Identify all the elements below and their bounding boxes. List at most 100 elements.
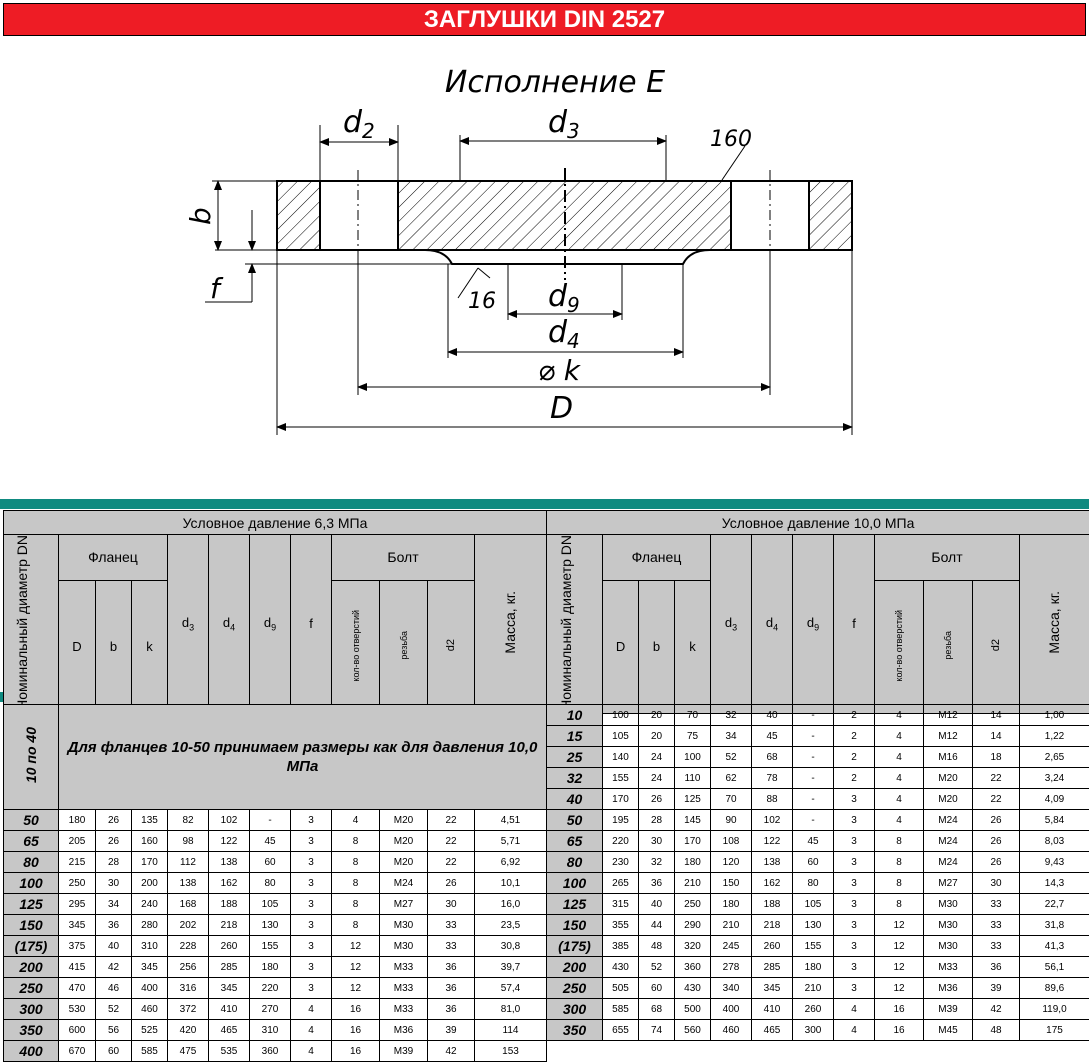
right-value-cell: 110	[674, 767, 711, 789]
right-dn-cell: (175)	[546, 935, 603, 957]
left-value-cell: 45	[249, 830, 291, 852]
left-value-cell: 138	[208, 851, 250, 873]
right-value-cell: 26	[972, 851, 1020, 873]
right-thread-header: резьба	[923, 579, 974, 714]
right-value-cell: 1,00	[1019, 704, 1089, 726]
label-d4: d4	[548, 315, 580, 353]
left-value-cell: 3	[290, 809, 332, 831]
left-value-cell: M20	[379, 830, 428, 852]
right-value-cell: 22	[972, 788, 1020, 810]
left-D-header: D	[58, 579, 96, 714]
right-dn-cell: 80	[546, 851, 603, 873]
right-value-cell: 40	[638, 893, 675, 915]
label-16: 16	[468, 289, 496, 314]
right-value-cell: 12	[874, 977, 924, 999]
left-value-cell: 105	[249, 893, 291, 915]
right-value-cell: 42	[972, 998, 1020, 1020]
right-value-cell: 119,0	[1019, 998, 1089, 1020]
right-value-cell: M45	[923, 1019, 973, 1041]
right-value-cell: 140	[602, 746, 639, 768]
left-value-cell: 360	[249, 1040, 291, 1062]
right-value-cell: 80	[792, 872, 834, 894]
left-value-cell: 23,5	[474, 914, 547, 936]
right-value-cell: 3	[833, 830, 875, 852]
right-value-cell: 52	[710, 746, 752, 768]
right-value-cell: 170	[674, 830, 711, 852]
right-value-cell: 260	[751, 935, 793, 957]
left-value-cell: 180	[249, 956, 291, 978]
left-value-cell: 345	[131, 956, 168, 978]
right-value-cell: 41,3	[1019, 935, 1089, 957]
label-d3: d3	[548, 105, 580, 143]
left-d2-header: d2	[427, 579, 475, 714]
right-value-cell: M24	[923, 809, 973, 831]
left-value-cell: 22	[427, 830, 475, 852]
right-value-cell: 74	[638, 1019, 675, 1041]
right-dn-cell: 350	[546, 1019, 603, 1041]
left-dn-cell: 65	[3, 830, 59, 852]
right-value-cell: 290	[674, 914, 711, 936]
left-bolt-header: Болт	[331, 534, 475, 581]
left-value-cell: 4	[331, 809, 380, 831]
left-value-cell: 372	[167, 998, 209, 1020]
left-value-cell: 415	[58, 956, 96, 978]
left-dn-cell: 150	[3, 914, 59, 936]
right-value-cell: 3	[833, 893, 875, 915]
left-value-cell: M30	[379, 914, 428, 936]
left-value-cell: 39,7	[474, 956, 547, 978]
left-value-cell: 26	[427, 872, 475, 894]
right-value-cell: 150	[710, 872, 752, 894]
left-dn-cell: 400	[3, 1040, 59, 1062]
left-value-cell: 4,51	[474, 809, 547, 831]
right-value-cell: 26	[972, 809, 1020, 831]
right-value-cell: 155	[602, 767, 639, 789]
left-value-cell: 22	[427, 851, 475, 873]
right-value-cell: 2,65	[1019, 746, 1089, 768]
left-dn-cell: 350	[3, 1019, 59, 1041]
right-value-cell: 40	[751, 704, 793, 726]
right-value-cell: 8	[874, 851, 924, 873]
left-value-cell: 36	[427, 977, 475, 999]
left-value-cell: 218	[208, 914, 250, 936]
left-value-cell: 16	[331, 998, 380, 1020]
left-value-cell: 56	[95, 1019, 132, 1041]
right-value-cell: 155	[792, 935, 834, 957]
left-value-cell: 256	[167, 956, 209, 978]
right-value-cell: M36	[923, 977, 973, 999]
right-value-cell: 8	[874, 872, 924, 894]
left-value-cell: 153	[474, 1040, 547, 1062]
left-value-cell: 28	[95, 851, 132, 873]
right-value-cell: 130	[792, 914, 834, 936]
left-value-cell: 60	[249, 851, 291, 873]
right-value-cell: 32	[638, 851, 675, 873]
left-value-cell: 310	[249, 1019, 291, 1041]
right-value-cell: 250	[674, 893, 711, 915]
right-value-cell: 30	[972, 872, 1020, 894]
left-value-cell: 3	[290, 851, 332, 873]
right-value-cell: 4	[874, 704, 924, 726]
left-value-cell: 530	[58, 998, 96, 1020]
left-pressure-header: Условное давление 6,3 МПа	[2, 510, 548, 535]
left-value-cell: 345	[58, 914, 96, 936]
right-value-cell: -	[792, 767, 834, 789]
left-b-header: b	[95, 579, 132, 714]
left-f-header: f	[290, 534, 332, 714]
left-value-cell: M24	[379, 872, 428, 894]
left-value-cell: M20	[379, 809, 428, 831]
left-value-cell: 160	[131, 830, 168, 852]
right-mass-header: Масса, кг.	[1019, 534, 1089, 714]
right-value-cell: -	[792, 704, 834, 726]
right-value-cell: 33	[972, 935, 1020, 957]
left-mass-header: Масса, кг.	[473, 534, 548, 714]
left-value-cell: 600	[58, 1019, 96, 1041]
right-value-cell: 465	[751, 1019, 793, 1041]
right-dn-cell: 65	[546, 830, 603, 852]
right-dn-cell: 40	[546, 788, 603, 810]
right-value-cell: 400	[710, 998, 752, 1020]
right-value-cell: M33	[923, 956, 973, 978]
right-dn-cell: 50	[546, 809, 603, 831]
right-dn-cell: 15	[546, 725, 603, 747]
right-value-cell: 16	[874, 1019, 924, 1041]
